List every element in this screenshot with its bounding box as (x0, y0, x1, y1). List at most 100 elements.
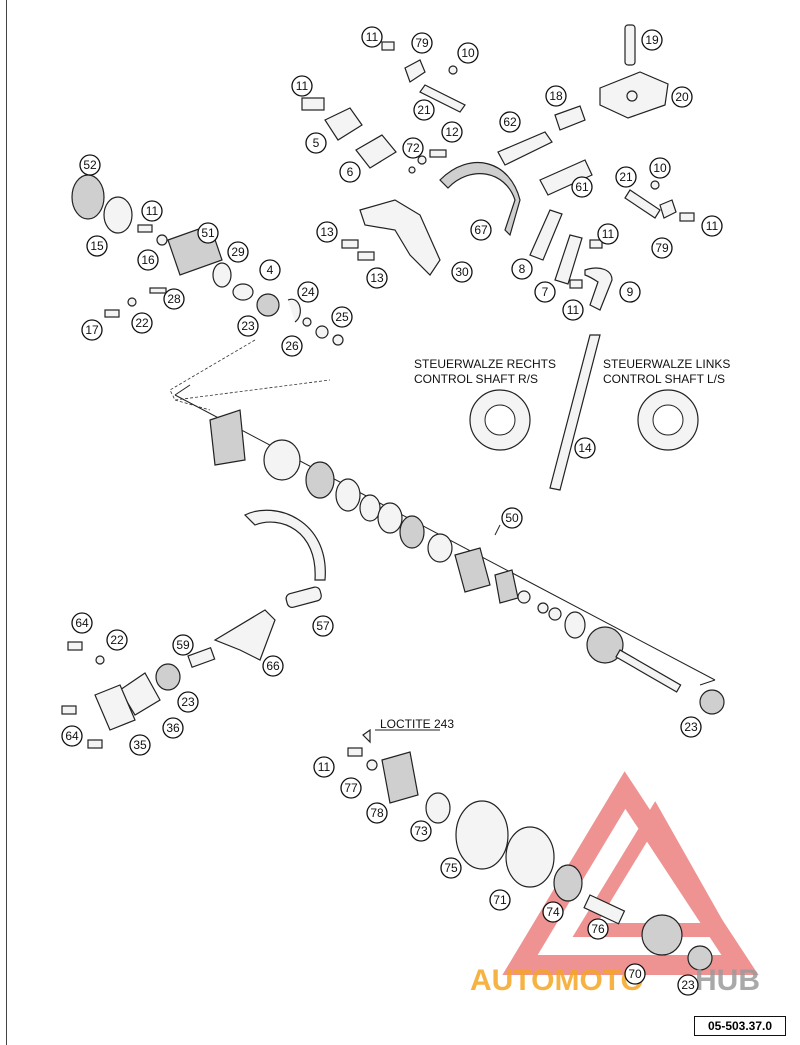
impeller (209, 409, 246, 466)
clip-79b (659, 199, 677, 219)
callout-number: 4 (267, 263, 274, 277)
bearing-73 (425, 792, 451, 824)
callout-35: 35 (129, 734, 151, 756)
callout-number: 21 (417, 103, 431, 117)
oring-75 (455, 800, 509, 870)
callout-14: 14 (574, 437, 596, 459)
callout-23: 23 (680, 716, 702, 738)
hose-14 (549, 334, 601, 491)
impeller-78 (381, 751, 419, 804)
washer-22a (127, 297, 137, 307)
callout-76: 76 (587, 918, 609, 940)
plate-6 (355, 134, 397, 169)
callout-15: 15 (86, 235, 108, 257)
callout-number: 8 (519, 262, 526, 276)
callout-16: 16 (137, 249, 159, 271)
callout-number: 11 (706, 219, 719, 233)
caption-control-shaft-left-de: STEUERWALZE LINKS (603, 357, 730, 371)
callout-71: 71 (489, 889, 511, 911)
callout-number: 51 (201, 226, 215, 240)
gear-70 (641, 914, 683, 956)
callout-number: 11 (567, 303, 580, 317)
washer-26a (302, 317, 312, 327)
callout-67: 67 (470, 219, 492, 241)
callout-number: 70 (628, 967, 642, 981)
callout-5: 5 (305, 132, 327, 154)
callout-number: 22 (110, 633, 124, 647)
callout-number: 79 (415, 36, 429, 50)
cover-35 (94, 684, 136, 731)
callout-number: 62 (503, 115, 517, 129)
caption-control-shaft-right-de: STEUERWALZE RECHTS (414, 357, 556, 371)
callout-number: 73 (414, 824, 428, 838)
callout-28: 28 (163, 288, 185, 310)
pin-28 (149, 287, 167, 294)
shaft-62 (497, 131, 553, 166)
callout-11: 11 (701, 215, 723, 237)
clip-79a (404, 59, 426, 83)
callout-number: 13 (370, 271, 384, 285)
spring-small (494, 569, 519, 604)
callout-number: 19 (645, 33, 659, 47)
callout-number: 28 (167, 292, 181, 306)
callout-10: 10 (457, 42, 479, 64)
callout-number: 26 (285, 339, 299, 353)
plate-8 (529, 209, 563, 261)
callout-number: 23 (241, 319, 255, 333)
washer-77 (366, 759, 378, 771)
callout-59: 59 (172, 634, 194, 656)
callout-22: 22 (106, 629, 128, 651)
screw-11a (381, 41, 395, 51)
callout-number: 13 (320, 225, 334, 239)
guide-lower (243, 509, 326, 581)
callout-79: 79 (411, 32, 433, 54)
callout-number: 29 (231, 245, 245, 259)
callout-78: 78 (366, 802, 388, 824)
callout-4: 4 (259, 259, 281, 281)
callout-66: 66 (262, 655, 284, 677)
callout-number: 79 (655, 241, 669, 255)
callout-57: 57 (312, 615, 334, 637)
bearing-23b (699, 689, 725, 715)
callout-number: 75 (444, 861, 458, 875)
callout-number: 23 (681, 978, 695, 992)
callout-number: 67 (474, 223, 488, 237)
callout-10: 10 (649, 157, 671, 179)
callout-6: 6 (339, 161, 361, 183)
callout-51: 51 (197, 222, 219, 244)
callout-number: 59 (176, 638, 190, 652)
shaft-21b (624, 189, 661, 219)
caption-loctite: LOCTITE 243 (380, 717, 454, 731)
callout-9: 9 (619, 281, 641, 303)
callout-22: 22 (131, 312, 153, 334)
page-border-line (6, 0, 7, 1045)
callout-number: 35 (133, 738, 147, 752)
gear-main (586, 626, 624, 664)
washer-4 (232, 283, 254, 301)
callout-number: 25 (335, 310, 349, 324)
callout-number: 71 (493, 893, 507, 907)
pin-57 (285, 586, 322, 608)
callout-number: 72 (406, 141, 420, 155)
callout-number: 6 (347, 165, 354, 179)
upper-parts (301, 24, 695, 311)
loctite-drop (362, 728, 371, 744)
callout-11: 11 (361, 26, 383, 48)
lower-left-parts (61, 609, 276, 749)
callout-7: 7 (534, 281, 556, 303)
callout-number: 14 (578, 441, 592, 455)
callout-number: 17 (85, 323, 99, 337)
plate-5 (324, 107, 363, 141)
watermark-text-a: AUTOMOTO (470, 964, 644, 997)
callout-79: 79 (651, 237, 673, 259)
callout-number: 20 (675, 90, 689, 104)
oring-10b (650, 180, 660, 190)
screw-17 (104, 309, 120, 318)
callout-number: 22 (135, 316, 149, 330)
callout-72: 72 (402, 137, 424, 159)
callout-21: 21 (413, 99, 435, 121)
caption-control-shaft-left-en: CONTROL SHAFT L/S (603, 372, 725, 386)
callout-11: 11 (597, 223, 619, 245)
